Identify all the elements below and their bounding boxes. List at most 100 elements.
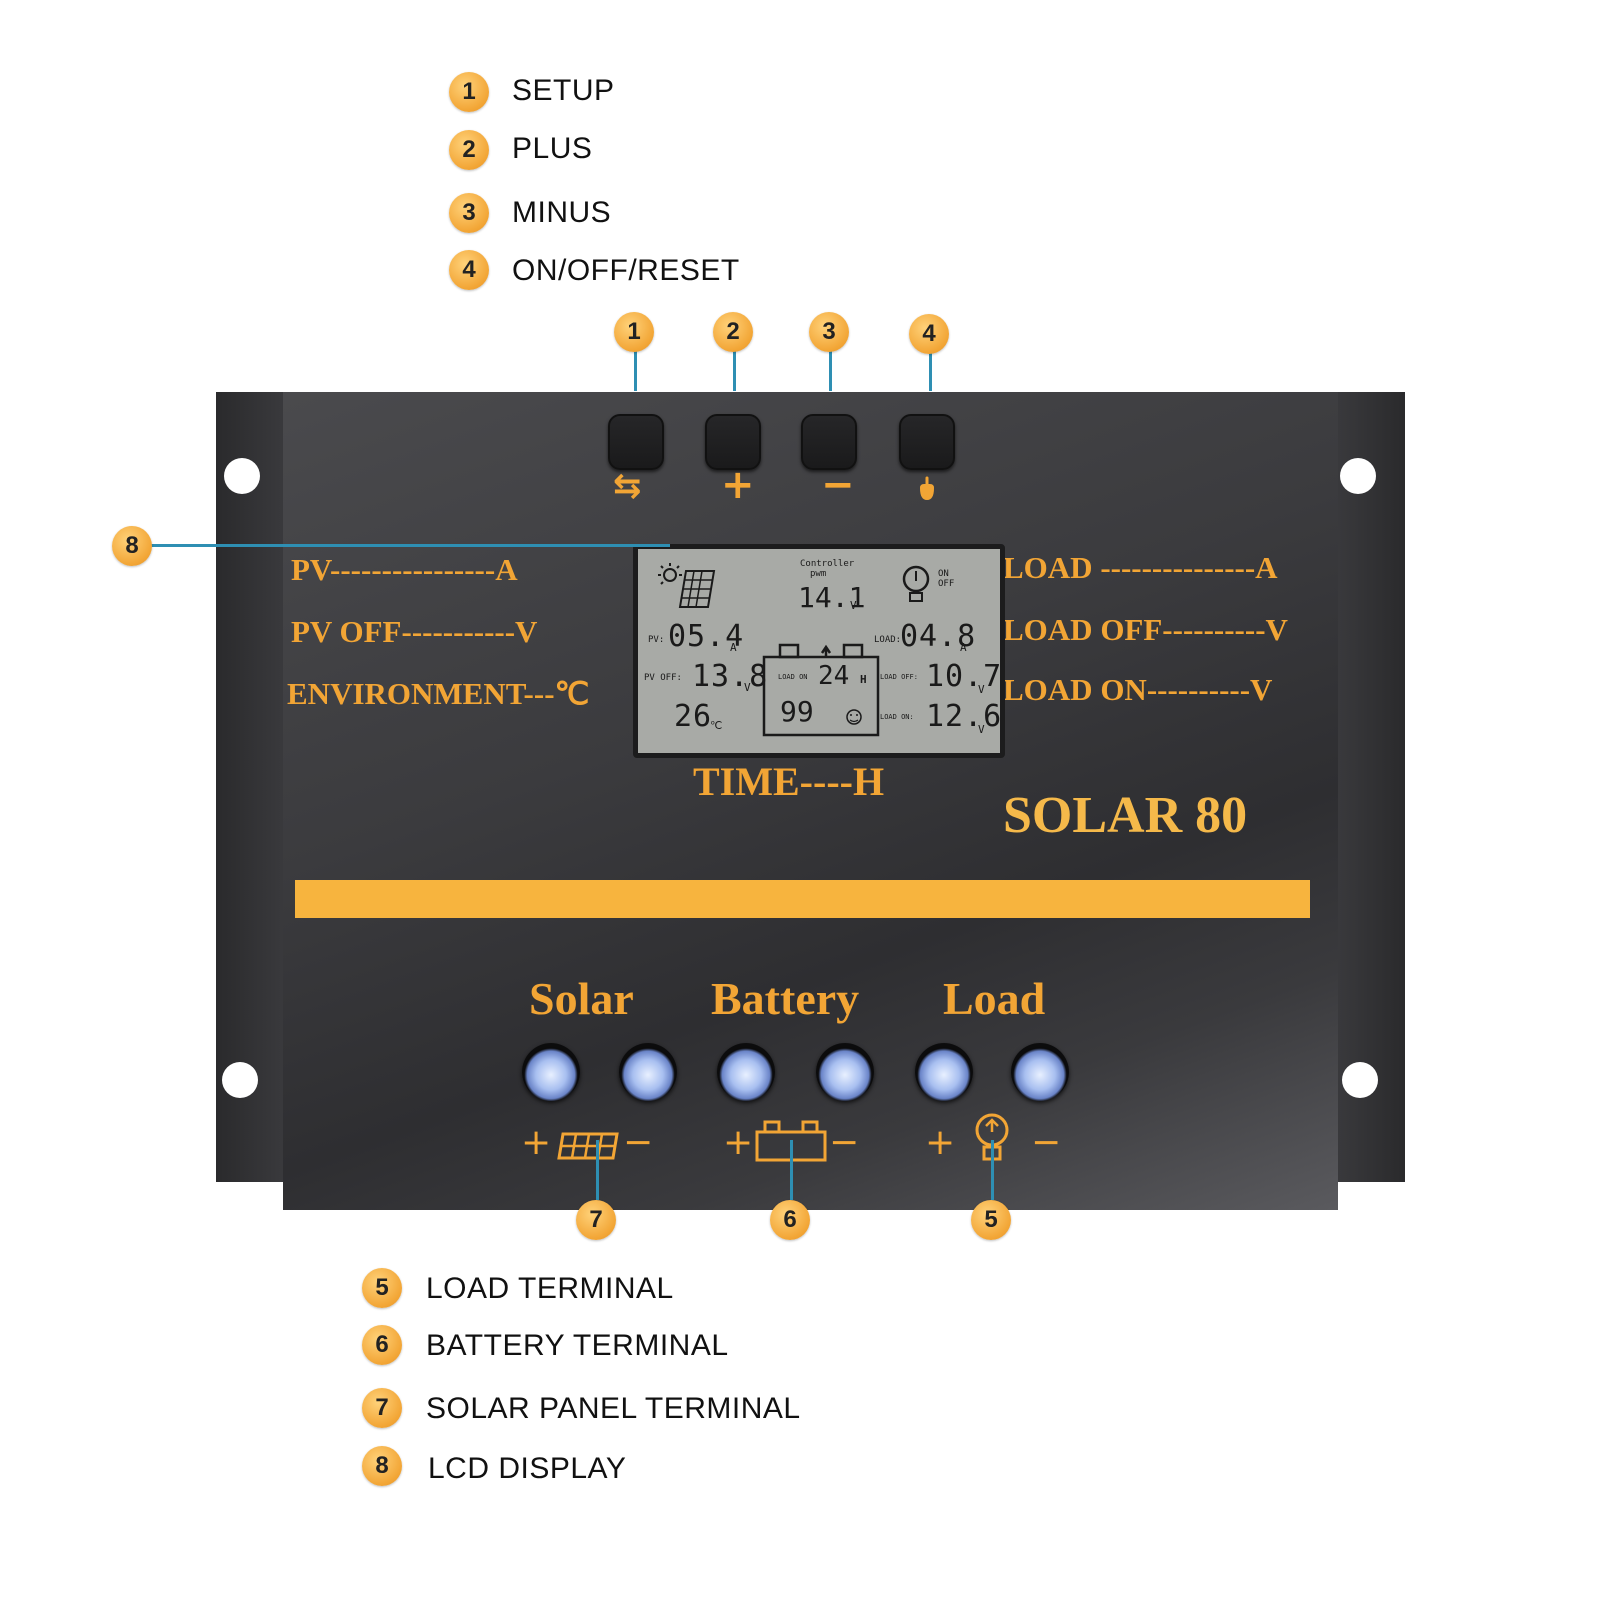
- battery-icon: [762, 643, 880, 737]
- battery-group-label: Battery: [711, 973, 860, 1024]
- minus-button[interactable]: [801, 414, 857, 470]
- lcd-load-on-unit: V: [978, 723, 985, 736]
- callout-7: 7: [576, 1200, 616, 1240]
- load-negative-terminal[interactable]: [1011, 1043, 1069, 1101]
- callout-2: 2: [713, 312, 753, 352]
- legend-label-battery-terminal: BATTERY TERMINAL: [426, 1329, 729, 1362]
- callout-4: 4: [909, 314, 949, 354]
- legend-label-lcd-display: LCD DISPLAY: [428, 1452, 627, 1485]
- power-hand-icon: [920, 476, 934, 500]
- minus-icon: −: [821, 462, 855, 508]
- legend-label-onoff: ON/OFF/RESET: [512, 254, 740, 287]
- callout-1: 1: [614, 312, 654, 352]
- solar-minus-sign: −: [623, 1122, 654, 1163]
- lcd-controller-label: Controller: [800, 559, 855, 569]
- solar-plus-sign: +: [521, 1122, 552, 1163]
- leader-line-5: [991, 1140, 994, 1200]
- label-load-current: LOAD ---------------A: [1003, 550, 1278, 585]
- leader-line-8: [150, 544, 670, 547]
- legend-badge-3: 3: [449, 193, 489, 233]
- leader-line-1: [634, 345, 637, 391]
- lcd-hours-unit: H: [860, 673, 867, 686]
- legend-label-setup: SETUP: [512, 74, 615, 107]
- plus-button[interactable]: [705, 414, 761, 470]
- lcd-load-off-label: LOAD OFF:: [880, 673, 918, 681]
- lcd-load-label: LOAD:: [874, 635, 902, 645]
- mount-hole: [1342, 1062, 1378, 1098]
- battery-plus-sign: +: [723, 1122, 754, 1163]
- legend-badge-6: 6: [362, 1325, 402, 1365]
- label-environment: ENVIRONMENT---℃: [287, 676, 590, 711]
- lcd-pv-off-unit: V: [744, 681, 751, 694]
- lcd-pv-off-label: PV OFF:: [644, 673, 682, 683]
- lcd-temperature-value: 26: [674, 699, 713, 734]
- callout-8: 8: [112, 526, 152, 566]
- lcd-temperature-unit: ℃: [710, 719, 723, 732]
- solar-group-label: Solar: [529, 973, 634, 1024]
- label-pv-off: PV OFF-----------V: [291, 614, 538, 649]
- lcd-load-unit: A: [960, 641, 967, 654]
- lcd-pv-label: PV:: [648, 635, 665, 645]
- sun-panel-icon: [658, 563, 716, 608]
- battery-negative-terminal[interactable]: [816, 1043, 874, 1101]
- load-plus-sign: +: [925, 1122, 956, 1163]
- label-time: TIME----H: [693, 759, 885, 804]
- legend-badge-1: 1: [449, 72, 489, 112]
- callout-6: 6: [770, 1200, 810, 1240]
- label-load-off: LOAD OFF----------V: [1003, 612, 1288, 647]
- onoff-reset-button[interactable]: [899, 414, 955, 470]
- bulb-icon: [902, 565, 930, 602]
- lcd-battery-voltage: 14.1: [798, 581, 866, 614]
- model-name: SOLAR 80: [1003, 787, 1248, 844]
- legend-badge-5: 5: [362, 1268, 402, 1308]
- lcd-load-on-value: 12.6: [926, 699, 1003, 734]
- legend-badge-8: 8: [362, 1446, 402, 1486]
- lcd-battery-percent: 99: [780, 695, 814, 728]
- leader-line-4: [929, 348, 932, 391]
- plus-icon: +: [721, 462, 755, 508]
- leader-line-2: [733, 345, 736, 391]
- lcd-load-on-label: LOAD ON:: [880, 713, 914, 721]
- lcd-voltage-unit: V: [850, 599, 857, 612]
- legend-label-minus: MINUS: [512, 196, 612, 229]
- solar-positive-terminal[interactable]: [522, 1043, 580, 1101]
- orange-stripe: [295, 880, 1310, 918]
- callout-3: 3: [809, 312, 849, 352]
- mount-hole: [1340, 458, 1376, 494]
- lcd-on-label: ON: [938, 569, 949, 579]
- battery-minus-sign: −: [829, 1122, 860, 1163]
- legend-label-plus: PLUS: [512, 132, 593, 165]
- load-positive-terminal[interactable]: [915, 1043, 973, 1101]
- label-pv-current: PV----------------A: [291, 552, 518, 587]
- lcd-load-value: 04.8: [900, 619, 977, 654]
- lcd-load-off-value: 10.7: [926, 659, 1003, 694]
- solar-panel-icon: [557, 1132, 619, 1160]
- lcd-display: Controller pwm 14.1 V ON OFF PV: 05.4 A …: [633, 544, 1005, 758]
- battery-positive-terminal[interactable]: [717, 1043, 775, 1101]
- lcd-pv-off-value: 13.8: [692, 659, 769, 694]
- lcd-pwm-label: pwm: [810, 569, 827, 579]
- leader-line-6: [790, 1140, 793, 1200]
- legend-label-solar-panel-terminal: SOLAR PANEL TERMINAL: [426, 1392, 801, 1425]
- mount-hole: [224, 458, 260, 494]
- leader-line-3: [829, 345, 832, 391]
- right-mounting-ear: [1335, 392, 1405, 1182]
- leader-line-7: [596, 1140, 599, 1200]
- setup-button[interactable]: [608, 414, 664, 470]
- lcd-hours-value: 24: [818, 661, 850, 691]
- legend-badge-7: 7: [362, 1388, 402, 1428]
- lcd-pv-unit: A: [730, 641, 737, 654]
- lcd-off-label: OFF: [938, 579, 955, 589]
- label-load-on: LOAD ON----------V: [1003, 672, 1273, 707]
- load-minus-sign: −: [1031, 1122, 1062, 1163]
- setup-arrows-icon: ⇆: [613, 466, 642, 506]
- lcd-load-on-hours-label: LOAD ON: [778, 673, 808, 681]
- load-group-label: Load: [943, 973, 1046, 1024]
- left-mounting-ear: [216, 392, 286, 1182]
- lcd-load-off-unit: V: [978, 683, 985, 696]
- callout-5: 5: [971, 1200, 1011, 1240]
- legend-badge-2: 2: [449, 130, 489, 170]
- legend-badge-4: 4: [449, 250, 489, 290]
- legend-label-load-terminal: LOAD TERMINAL: [426, 1272, 674, 1305]
- solar-negative-terminal[interactable]: [619, 1043, 677, 1101]
